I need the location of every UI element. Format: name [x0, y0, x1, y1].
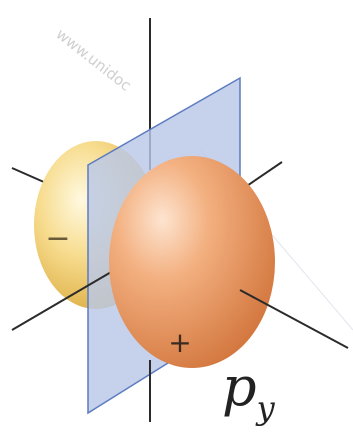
negative-sign: − [45, 221, 70, 256]
orbital-label-subscript: y [255, 389, 276, 427]
watermark-text: www.unidoc [53, 25, 135, 95]
orbital-label: py [222, 355, 276, 427]
positive-lobe [109, 156, 275, 368]
positive-sign: + [168, 326, 191, 359]
